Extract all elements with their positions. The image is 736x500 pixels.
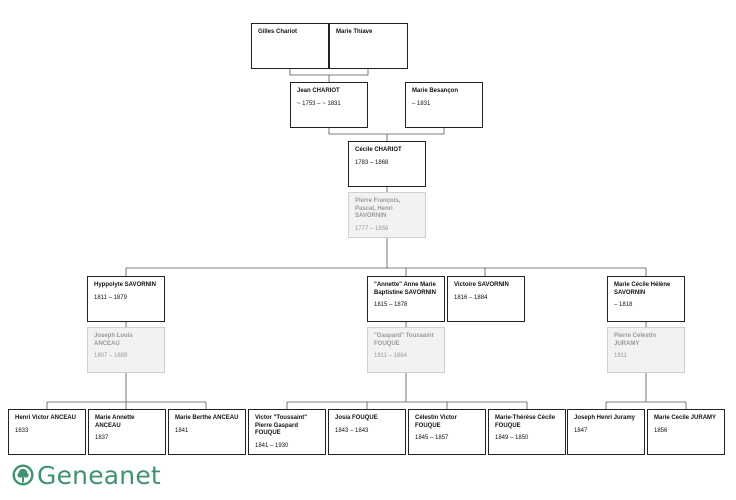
spouse-gaspard-fouque[interactable]: "Gaspard" Toussaint FOUQUE 1811 – 1864 <box>367 327 445 373</box>
person-dates: – 1831 <box>412 100 431 107</box>
person-dates: 1833 <box>15 427 29 434</box>
person-name: Marie Cecile JURAMY <box>654 415 717 421</box>
person-dates: 1841 – 1930 <box>255 442 289 449</box>
person-joseph-henri-juramy[interactable]: Joseph Henri Juramy 1847 <box>567 409 645 455</box>
person-dates: 1847 <box>574 427 588 434</box>
person-name: Pierre Celestin JURAMY <box>614 333 657 347</box>
person-dates: 1811 – 1864 <box>374 353 407 359</box>
person-name: "Annette" Anne Marie Baptistine SAVORNIN <box>374 282 436 296</box>
person-name: Joseph Henri Juramy <box>574 415 636 421</box>
person-gilles-chariot[interactable]: Gilles Chariot <box>251 23 329 69</box>
person-name: Marie Thiave <box>336 29 373 35</box>
person-name: Marie Annette ANCEAU <box>95 415 135 429</box>
person-dates: 1856 <box>654 427 668 434</box>
person-dates: 1807 – 1889 <box>94 353 128 359</box>
person-name: Victor "Toussaint" Pierre Gaspard FOUQUE <box>255 415 308 436</box>
person-marie-besancon[interactable]: Marie Besançon – 1831 <box>405 82 483 128</box>
person-dates: 1777 – 1858 <box>355 225 389 232</box>
person-name: Gilles Chariot <box>258 29 298 35</box>
person-marie-cecile-juramy[interactable]: Marie Cecile JURAMY 1856 <box>647 409 725 455</box>
person-name: Pierre François, Pascal, Henri SAVORNIN <box>355 198 401 219</box>
spouse-pierre-celestin-juramy[interactable]: Pierre Celestin JURAMY 1811 <box>607 327 685 373</box>
person-josia-fouque[interactable]: Josia FOUQUE 1843 – 1843 <box>328 409 406 455</box>
person-name: "Gaspard" Toussaint FOUQUE <box>374 333 434 347</box>
person-name: Cécile CHARIOT <box>355 147 402 153</box>
person-dates: 1843 – 1843 <box>335 427 369 434</box>
person-marie-berthe-anceau[interactable]: Marie Berthe ANCEAU 1841 <box>168 409 246 455</box>
person-marie-therese-fouque[interactable]: Marie-Thérèse Cécile FOUQUE 1849 – 1850 <box>488 409 566 455</box>
person-celestin-victor-fouque[interactable]: Célestin Victor FOUQUE 1845 – 1857 <box>408 409 486 455</box>
person-marie-cecile-helene-savornin[interactable]: Marie Cécile Hélène SAVORNIN – 1818 <box>607 276 685 322</box>
person-dates: 1816 – 1884 <box>454 294 488 301</box>
person-name: Marie Besançon <box>412 88 459 94</box>
person-marie-annette-anceau[interactable]: Marie Annette ANCEAU 1837 <box>88 409 166 455</box>
brand-name: Geneanet <box>37 460 161 490</box>
person-dates: – 1818 <box>614 302 633 308</box>
person-dates: 1811 <box>614 353 627 359</box>
person-hyppolyte-savornin[interactable]: Hyppolyte SAVORNIN 1811 – 1879 <box>87 276 165 322</box>
person-henri-victor-anceau[interactable]: Henri Victor ANCEAU 1833 <box>8 409 86 455</box>
person-name: Marie Berthe ANCEAU <box>175 415 239 421</box>
person-dates: 1849 – 1850 <box>495 435 529 441</box>
spouse-joseph-louis-anceau[interactable]: Joseph Louis ANCEAU 1807 – 1889 <box>87 327 165 373</box>
person-dates: 1815 – 1878 <box>374 302 408 308</box>
person-name: Hyppolyte SAVORNIN <box>94 282 156 288</box>
person-dates: 1841 <box>175 427 189 434</box>
person-name: Victoire SAVORNIN <box>454 282 509 288</box>
person-name: Marie Cécile Hélène SAVORNIN <box>614 282 671 296</box>
person-victoire-savornin[interactable]: Victoire SAVORNIN 1816 – 1884 <box>447 276 525 322</box>
person-dates: 1837 <box>95 435 109 441</box>
person-dates: 1845 – 1857 <box>415 435 449 441</box>
person-name: Marie-Thérèse Cécile FOUQUE <box>495 415 556 429</box>
geneanet-logo[interactable]: Geneanet <box>12 460 161 490</box>
person-annette-savornin[interactable]: "Annette" Anne Marie Baptistine SAVORNIN… <box>367 276 445 322</box>
person-dates: ~ 1753 – ~ 1831 <box>297 100 341 107</box>
person-name: Jean CHARIOT <box>297 88 340 94</box>
person-victor-toussaint-fouque[interactable]: Victor "Toussaint" Pierre Gaspard FOUQUE… <box>248 409 326 455</box>
spouse-pierre-savornin[interactable]: Pierre François, Pascal, Henri SAVORNIN … <box>348 192 426 238</box>
person-dates: 1783 – 1868 <box>355 159 389 166</box>
tree-logo-icon <box>12 464 34 486</box>
person-name: Joseph Louis ANCEAU <box>94 333 133 347</box>
person-dates: 1811 – 1879 <box>94 294 127 301</box>
person-jean-chariot[interactable]: Jean CHARIOT ~ 1753 – ~ 1831 <box>290 82 368 128</box>
person-name: Célestin Victor FOUQUE <box>415 415 457 429</box>
person-cecile-chariot[interactable]: Cécile CHARIOT 1783 – 1868 <box>348 141 426 187</box>
person-marie-thiave[interactable]: Marie Thiave <box>329 23 408 69</box>
person-name: Josia FOUQUE <box>335 415 378 421</box>
person-name: Henri Victor ANCEAU <box>15 415 77 421</box>
